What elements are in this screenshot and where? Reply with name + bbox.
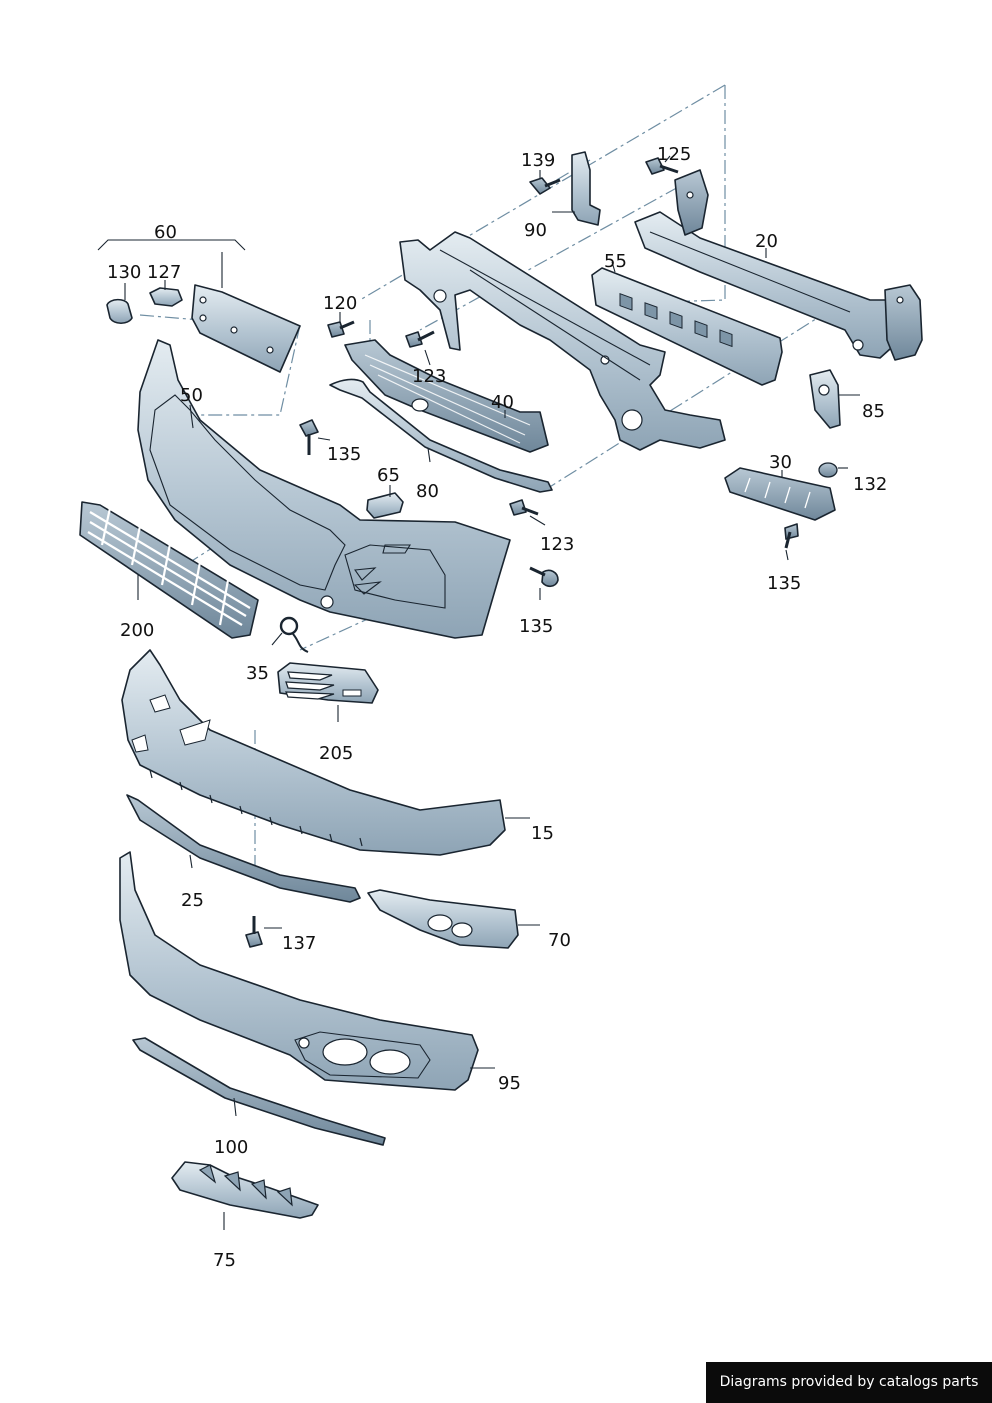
part-90-bracket (552, 151, 601, 226)
part-135-screw-bumper (529, 566, 559, 600)
label-55: 55 (604, 251, 627, 272)
part-123-bolt-upper (405, 330, 435, 366)
part-15-lower-spoiler (121, 649, 530, 856)
part-30-side-guide (724, 467, 836, 521)
lock-carrier-frame (399, 231, 726, 451)
label-135-side: 135 (767, 573, 801, 594)
part-205-side-grille (277, 662, 379, 722)
label-75: 75 (213, 1250, 236, 1271)
label-35: 35 (246, 663, 269, 684)
label-135-upper: 135 (327, 444, 361, 465)
label-120: 120 (323, 293, 357, 314)
label-30: 30 (769, 452, 792, 473)
label-70: 70 (548, 930, 571, 951)
label-85: 85 (862, 401, 885, 422)
label-100: 100 (214, 1137, 248, 1158)
part-20-bumper-carrier (634, 169, 923, 361)
part-35-wire-sensor (271, 616, 309, 653)
part-25-trim-strip (126, 794, 361, 903)
label-139: 139 (521, 150, 555, 171)
part-139-bolt (529, 170, 561, 195)
label-137: 137 (282, 933, 316, 954)
part-55-energy-absorber (591, 261, 783, 386)
part-50-bumper-cover (137, 339, 511, 639)
label-200: 200 (120, 620, 154, 641)
part-125-bolt (645, 155, 679, 175)
label-95: 95 (498, 1073, 521, 1094)
part-80-guide-strip (329, 378, 553, 493)
part-70-fog-lamp-trim (367, 889, 540, 949)
label-15: 15 (531, 823, 554, 844)
label-127: 127 (147, 262, 181, 283)
part-130-clip (106, 283, 133, 325)
part-123-bolt-lower (509, 499, 546, 526)
part-120-bolt (327, 312, 355, 338)
callout-labels: 60 130 127 50 120 139 90 125 20 55 123 4… (107, 144, 887, 1271)
part-40-radiator-grille (344, 339, 549, 453)
label-123-lower: 123 (540, 534, 574, 555)
part-60-license-plate-bracket (97, 239, 301, 373)
part-135-screw-side (784, 523, 799, 561)
label-80: 80 (416, 481, 439, 502)
label-125: 125 (657, 144, 691, 165)
label-65: 65 (377, 465, 400, 486)
label-20: 20 (755, 231, 778, 252)
label-205: 205 (319, 743, 353, 764)
part-65-tow-cap (366, 485, 404, 519)
label-60: 60 (154, 222, 177, 243)
credit-banner: Diagrams provided by catalogs parts (706, 1362, 992, 1403)
part-100-lower-strip (132, 1037, 386, 1146)
part-85-bracket (809, 369, 860, 429)
part-135-screw-upper (299, 419, 331, 455)
part-200-lower-grille (79, 501, 259, 639)
label-135-bumper: 135 (519, 616, 553, 637)
label-50: 50 (180, 385, 203, 406)
part-137-screw (245, 916, 282, 948)
label-90: 90 (524, 220, 547, 241)
label-132: 132 (853, 474, 887, 495)
label-123-upper: 123 (412, 366, 446, 387)
part-95-lower-cover (119, 851, 495, 1091)
label-40: 40 (491, 392, 514, 413)
part-75-diffuser (171, 1161, 319, 1230)
part-132-nut (818, 462, 848, 478)
label-25: 25 (181, 890, 204, 911)
label-130: 130 (107, 262, 141, 283)
part-127-clip-nut (149, 280, 183, 307)
